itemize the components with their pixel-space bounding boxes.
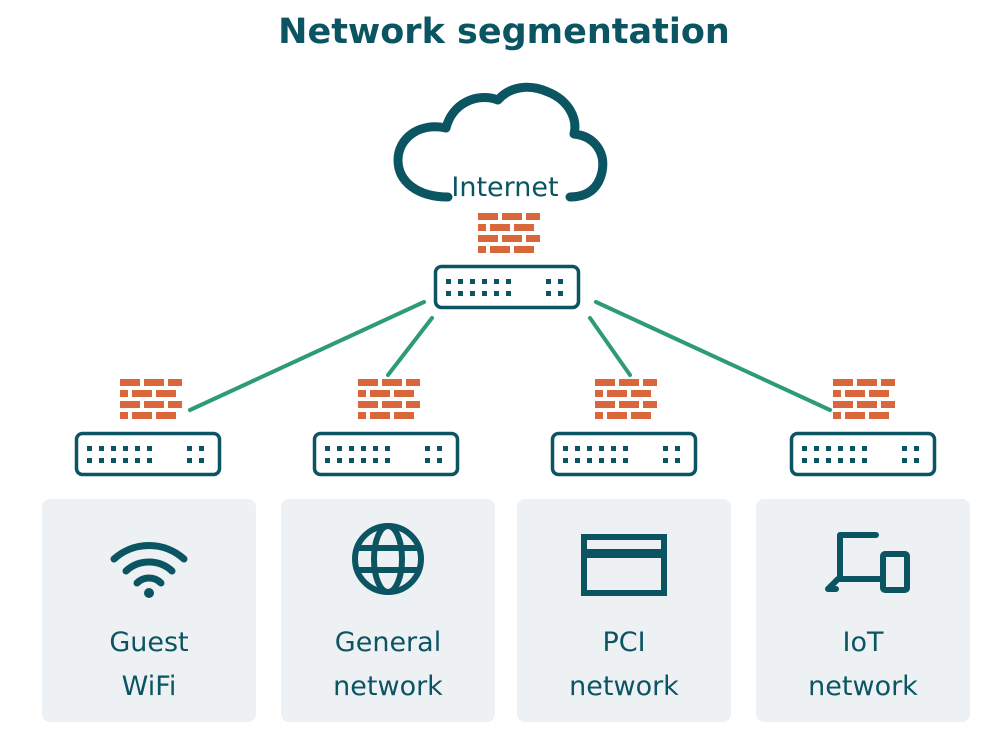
devices-icon (825, 532, 910, 593)
link-pci-network (588, 316, 632, 377)
segment-label-line2: network (569, 671, 679, 702)
wifi-icon (110, 542, 188, 598)
firewall-icon-guest-wifi (120, 379, 182, 419)
switch-icon-general-network (312, 431, 460, 477)
internet-label: Internet (451, 172, 559, 203)
link-guest-wifi (188, 300, 426, 412)
switch-icon-pci-network (550, 431, 698, 477)
firewall-icon-general-network (358, 379, 420, 419)
segment-label-line1: IoT (842, 627, 884, 658)
payment-card-icon (581, 534, 667, 596)
cloud-icon (393, 82, 608, 202)
segment-card-general-network: General network (281, 499, 495, 722)
globe-icon (352, 523, 424, 595)
link-general-network (386, 316, 434, 377)
segment-card-pci-network: PCI network (517, 499, 731, 722)
segment-label-line1: Guest (109, 627, 189, 658)
segment-card-guest-wifi: Guest WiFi (42, 499, 256, 722)
firewall-icon-pci-network (595, 379, 657, 419)
switch-icon-guest-wifi (74, 431, 222, 477)
segment-label-line2: network (333, 671, 443, 702)
diagram-title: Network segmentation (278, 12, 730, 52)
connector-lines (188, 300, 832, 412)
segment-card-iot-network: IoT network (756, 499, 970, 722)
segment-label-line1: General (334, 627, 442, 658)
segment-label-line2: WiFi (121, 671, 177, 702)
switch-icon-iot-network (789, 431, 937, 477)
core-switch-icon (433, 264, 581, 310)
internet-firewall-icon (478, 213, 540, 253)
segment-label-line1: PCI (602, 627, 646, 658)
link-iot-network (594, 300, 832, 412)
firewall-icon-iot-network (833, 379, 895, 419)
segment-label-line2: network (808, 671, 918, 702)
